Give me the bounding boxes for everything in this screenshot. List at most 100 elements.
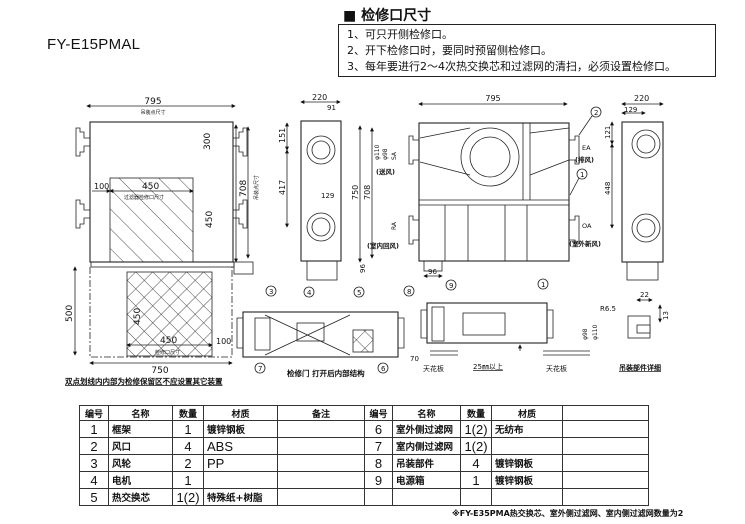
callout-5: 5 <box>357 289 361 297</box>
cell <box>277 454 365 472</box>
col-qty: 数量 <box>172 405 204 421</box>
cell: 8 <box>364 454 393 472</box>
cell: 室内侧过滤网 <box>392 437 461 455</box>
elev-callout-1: 1 <box>541 281 545 289</box>
cell <box>491 488 563 506</box>
ra-code: RA <box>391 221 398 230</box>
cell: 吊装部件 <box>392 454 461 472</box>
cell: 电源箱 <box>392 471 461 489</box>
sa-d2: φ98 <box>382 148 389 160</box>
plan-caption: 双点划线内内部为检修保留区不应设置其它装置 <box>65 376 223 386</box>
footnote: ※FY-E35PMA热交换芯、室外侧过滤网、室内侧过滤网数量为2 <box>452 509 684 518</box>
dim-750: 750 <box>151 366 168 376</box>
cell <box>562 454 649 472</box>
cell: 1(2) <box>460 437 492 455</box>
cell: 无纺布 <box>491 420 563 438</box>
callout-7: 7 <box>258 365 262 373</box>
cell: 1(2) <box>460 420 492 438</box>
section-title: ■ 检修口尺寸 <box>343 8 432 24</box>
model-title: FY-E15PMAL <box>47 36 141 53</box>
cell: 特殊纸+树脂 <box>203 488 278 506</box>
cell: 电机 <box>108 471 173 489</box>
right-dim-220: 220 <box>634 94 649 103</box>
col-remark: 备注 <box>277 405 365 421</box>
cell <box>277 471 365 489</box>
cell: 7 <box>364 437 393 455</box>
cell: 1 <box>172 471 204 489</box>
cell: 9 <box>364 471 393 489</box>
elev-d98: φ98 <box>582 328 589 340</box>
cell <box>562 488 649 506</box>
dim-450: 450 <box>142 182 159 192</box>
sa-label: (送风) <box>376 167 395 176</box>
callout-1: 1 <box>580 171 584 179</box>
sa-d1: φ110 <box>374 144 381 160</box>
note-2: 2、开下检修口时，要同时预留侧检修口。 <box>347 44 552 57</box>
dim-100-lower: 100 <box>216 337 231 346</box>
cell: 4 <box>172 437 204 455</box>
ea-code: EA <box>582 144 591 152</box>
callout-6: 6 <box>381 365 386 373</box>
dim-450-v: 450 <box>205 211 215 228</box>
cell <box>491 437 563 455</box>
cell: 镀锌钢板 <box>491 454 563 472</box>
cell: 5 <box>79 488 109 506</box>
cell: 室外侧过滤网 <box>392 420 461 438</box>
table-header: 编号 名称 数量 材质 备注 编号 名称 数量 材质 <box>79 405 649 421</box>
cell <box>562 471 649 489</box>
cell <box>562 437 649 455</box>
dim-91: 91 <box>327 104 336 112</box>
dim-70: 70 <box>410 355 419 363</box>
callout-8: 8 <box>407 288 411 296</box>
note-3: 3、每年要进行2～4次热交换芯和过滤网的清扫，必须设置检修口。 <box>347 60 676 73</box>
cell: 镀锌钢板 <box>203 420 278 438</box>
cell: ABS <box>203 437 278 455</box>
dim-220: 220 <box>312 93 327 102</box>
cell: 框架 <box>108 420 173 438</box>
cell <box>392 488 461 506</box>
oa-code: OA <box>582 222 592 230</box>
elev-d110: φ110 <box>592 324 599 340</box>
cell: 1 <box>79 420 109 438</box>
right-dim-121: 121 <box>604 126 612 139</box>
cell: 2 <box>79 437 109 455</box>
cell: 6 <box>364 420 393 438</box>
elev-callout-9: 9 <box>449 282 453 290</box>
top-dim-795: 795 <box>485 94 500 103</box>
filter-label: 过滤器检修口尺寸 <box>124 194 164 201</box>
elevation-view <box>420 278 590 356</box>
cell: 热交换芯 <box>108 488 173 506</box>
notes-box: 1、可只开侧检修口。 2、开下检修口时，要同时预留侧检修口。 3、每年要进行2～… <box>338 24 716 77</box>
top-dim-708: 708 <box>363 185 372 200</box>
dim-795: 795 <box>144 97 161 107</box>
dim-417: 417 <box>278 180 287 195</box>
ceiling-label-2: 天花板 <box>546 364 567 373</box>
cell <box>277 488 365 506</box>
plan-view <box>73 104 254 365</box>
cell: 镀锌钢板 <box>491 471 563 489</box>
cell <box>562 420 649 438</box>
dim-151: 151 <box>278 128 287 143</box>
top-dim-96: 96 <box>428 268 437 276</box>
cell: 1(2) <box>172 488 204 506</box>
duct-port-icon <box>75 127 248 229</box>
bracket-detail <box>627 298 662 339</box>
interior-caption: 检修门 打开后内部结构 <box>287 368 365 378</box>
oa-label: (室外新风) <box>569 239 601 248</box>
dim-96: 96 <box>359 264 367 273</box>
top-view <box>358 102 602 278</box>
dim-450-lower-h: 450 <box>160 336 177 346</box>
cell: 风轮 <box>108 454 173 472</box>
dim-708: 708 <box>239 180 249 197</box>
side-view-left <box>285 100 342 281</box>
bracket-caption: 吊装部件详细 <box>619 363 661 372</box>
ea-label: (排风) <box>575 155 594 164</box>
col-name-2: 名称 <box>392 405 461 421</box>
col-material-2: 材质 <box>491 405 563 421</box>
callout-3: 3 <box>269 288 273 296</box>
cell: 4 <box>79 471 109 489</box>
dim-note: 吊装点尺寸 <box>140 109 165 116</box>
bracket-13: 13 <box>662 311 670 320</box>
